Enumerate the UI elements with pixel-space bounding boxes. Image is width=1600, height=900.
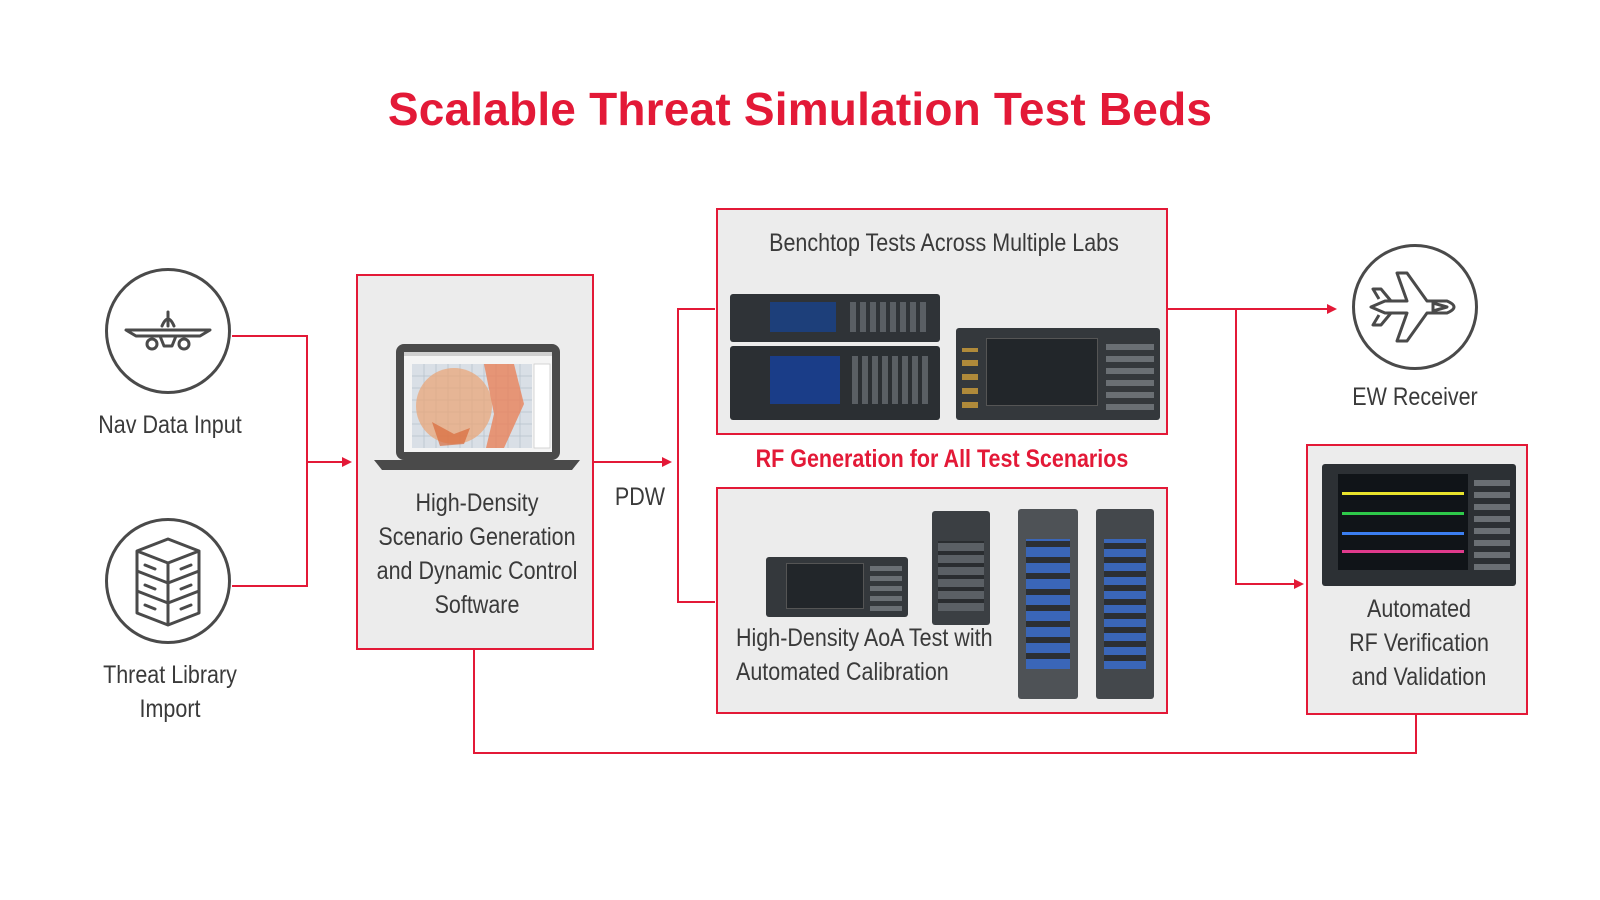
aoa-test-label: High-Density AoA Test with Automated Cal…: [736, 624, 993, 686]
signal-generator-lower: [730, 346, 940, 420]
benchtop-box: Benchtop Tests Across Multiple Labs: [716, 208, 1168, 435]
threat-library-circle: [105, 518, 231, 644]
benchtop-to-verification-arrow: [1235, 309, 1304, 589]
aoa-test-box: High-Density AoA Test with Automated Cal…: [716, 487, 1168, 714]
verification-box: Automated RF Verification and Validation: [1306, 444, 1528, 715]
threat-library-label: Threat Library Import: [103, 661, 237, 723]
verification-label: Automated RF Verification and Validation: [1349, 595, 1489, 691]
nav-data-label: Nav Data Input: [98, 411, 242, 439]
pdw-label: PDW: [614, 483, 666, 511]
oscilloscope: [1322, 464, 1516, 586]
signal-generator-upper: [730, 294, 940, 342]
aoa-rack-right: [1096, 509, 1154, 699]
diagram-title: Scalable Threat Simulation Test Beds: [387, 83, 1213, 135]
aoa-signal-generator: [766, 557, 908, 617]
fighter-jet-icon: [1369, 271, 1456, 343]
aoa-mini-rack: [932, 511, 990, 625]
feedback-loop-line: [473, 650, 1417, 754]
software-box: High-Density Scenario Generation and Dyn…: [356, 274, 594, 650]
benchtop-label: Benchtop Tests Across Multiple Labs: [769, 229, 1119, 257]
laptop-map-icon: [374, 344, 580, 470]
ew-receiver-label: EW Receiver: [1352, 383, 1478, 411]
airplane-icon: [124, 310, 212, 351]
vector-signal-generator: [956, 328, 1160, 420]
software-label: High-Density Scenario Generation and Dyn…: [376, 489, 578, 619]
inputs-bracket-line: [232, 335, 308, 587]
rf-generation-label: RF Generation for All Test Scenarios: [755, 445, 1129, 473]
server-stack-icon: [135, 537, 201, 627]
rf-split-bracket-line: [677, 308, 715, 603]
nav-data-circle: [105, 268, 231, 394]
aoa-rack-left: [1018, 509, 1078, 699]
ew-receiver-circle: [1352, 244, 1478, 370]
